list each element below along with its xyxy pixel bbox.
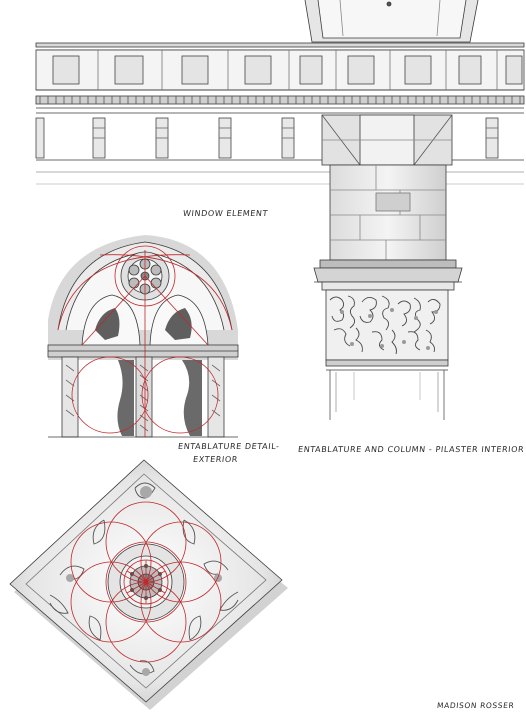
entablature-column-label: ENTABLATURE AND COLUMN - PILASTER INTERI… bbox=[297, 445, 525, 454]
entablature-frieze-drawing bbox=[35, 0, 525, 185]
entablature-detail-sublabel: EXTERIOR bbox=[192, 455, 239, 464]
author-signature: MADISON ROSSER bbox=[436, 701, 515, 710]
pilaster-capital-drawing bbox=[313, 114, 463, 420]
entablature-detail-label: ENTABLATURE DETAIL- bbox=[177, 442, 281, 451]
rosette-panel-drawing bbox=[9, 459, 288, 710]
window-element-label: WINDOW ELEMENT bbox=[182, 209, 269, 218]
gothic-window-drawing bbox=[47, 235, 239, 438]
